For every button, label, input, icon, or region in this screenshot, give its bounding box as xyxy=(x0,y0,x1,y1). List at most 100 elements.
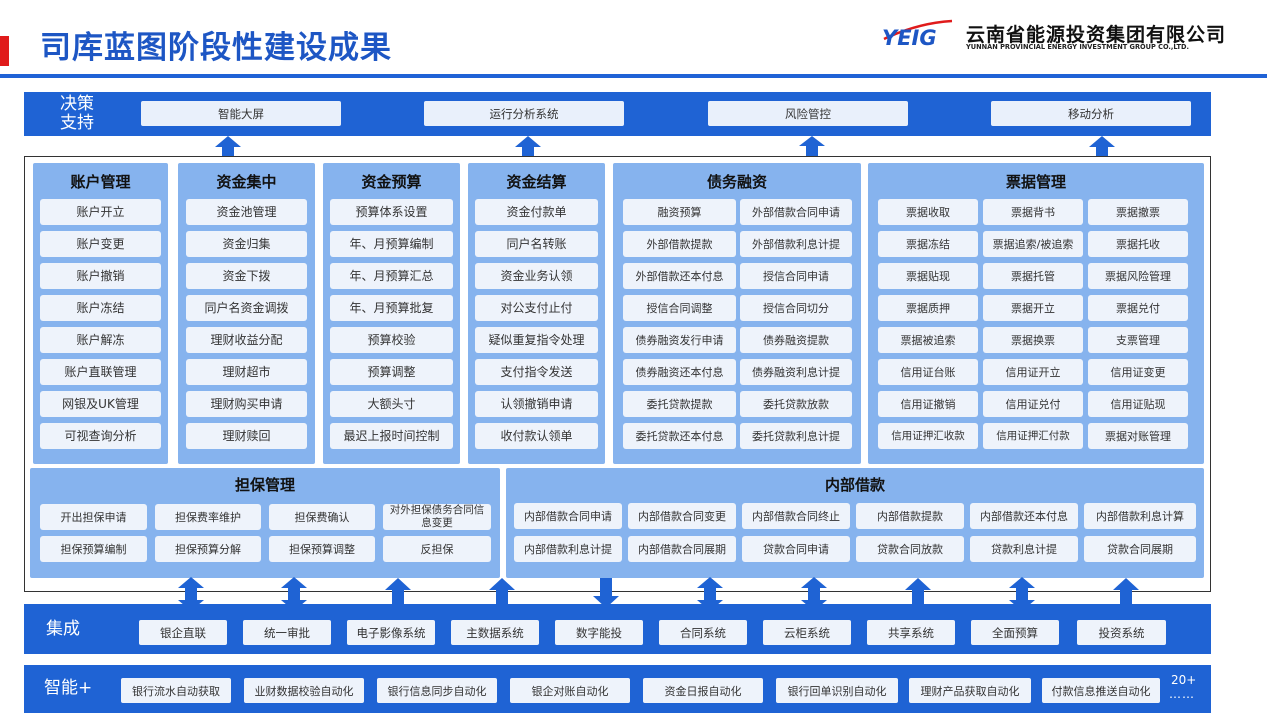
intelligent-item[interactable]: 银行回单识别自动化 xyxy=(776,678,898,703)
account-item[interactable]: 可视查询分析 xyxy=(40,423,161,449)
loan-item[interactable]: 内部借款合同展期 xyxy=(628,536,736,562)
bill-item[interactable]: 票据贴现 xyxy=(878,263,978,289)
debt-item[interactable]: 外部借款利息计提 xyxy=(740,231,852,257)
loan-item[interactable]: 内部借款利息计提 xyxy=(514,536,622,562)
guarantee-item[interactable]: 开出担保申请 xyxy=(40,504,147,530)
decision-item-operation-analysis[interactable]: 运行分析系统 xyxy=(424,101,624,126)
intelligent-item[interactable]: 银行流水自动获取 xyxy=(121,678,231,703)
debt-item[interactable]: 债券融资还本付息 xyxy=(623,359,736,385)
bill-item[interactable]: 信用证押汇付款 xyxy=(983,423,1083,449)
concentration-item[interactable]: 资金下拨 xyxy=(186,263,307,289)
loan-item[interactable]: 内部借款合同申请 xyxy=(514,503,622,529)
intelligent-item[interactable]: 银行信息同步自动化 xyxy=(377,678,497,703)
settlement-item[interactable]: 对公支付止付 xyxy=(475,295,598,321)
guarantee-item[interactable]: 担保预算调整 xyxy=(269,536,375,562)
debt-item[interactable]: 委托贷款放款 xyxy=(740,391,852,417)
debt-item[interactable]: 委托贷款还本付息 xyxy=(623,423,736,449)
loan-item[interactable]: 内部借款提款 xyxy=(856,503,964,529)
debt-item[interactable]: 委托贷款利息计提 xyxy=(740,423,852,449)
bill-item[interactable]: 票据撤票 xyxy=(1088,199,1188,225)
integration-item[interactable]: 数字能投 xyxy=(555,620,643,645)
loan-item[interactable]: 内部借款合同终止 xyxy=(742,503,850,529)
bill-item[interactable]: 票据收取 xyxy=(878,199,978,225)
budget-item[interactable]: 预算校验 xyxy=(330,327,453,353)
account-item[interactable]: 账户撤销 xyxy=(40,263,161,289)
settlement-item[interactable]: 认领撤销申请 xyxy=(475,391,598,417)
concentration-item[interactable]: 理财超市 xyxy=(186,359,307,385)
debt-item[interactable]: 外部借款合同申请 xyxy=(740,199,852,225)
bill-item[interactable]: 票据开立 xyxy=(983,295,1083,321)
concentration-item[interactable]: 资金归集 xyxy=(186,231,307,257)
settlement-item[interactable]: 支付指令发送 xyxy=(475,359,598,385)
debt-item[interactable]: 外部借款提款 xyxy=(623,231,736,257)
debt-item[interactable]: 授信合同调整 xyxy=(623,295,736,321)
budget-item[interactable]: 预算调整 xyxy=(330,359,453,385)
decision-item-smart-screen[interactable]: 智能大屏 xyxy=(141,101,341,126)
account-item[interactable]: 网银及UK管理 xyxy=(40,391,161,417)
debt-item[interactable]: 授信合同切分 xyxy=(740,295,852,321)
guarantee-item[interactable]: 反担保 xyxy=(383,536,491,562)
integration-item[interactable]: 云柜系统 xyxy=(763,620,851,645)
bill-item[interactable]: 票据质押 xyxy=(878,295,978,321)
debt-item[interactable]: 外部借款还本付息 xyxy=(623,263,736,289)
integration-item[interactable]: 投资系统 xyxy=(1077,620,1166,645)
loan-item[interactable]: 贷款利息计提 xyxy=(970,536,1078,562)
bill-item[interactable]: 票据兑付 xyxy=(1088,295,1188,321)
bill-item[interactable]: 信用证开立 xyxy=(983,359,1083,385)
budget-item[interactable]: 大额头寸 xyxy=(330,391,453,417)
bill-item[interactable]: 票据追索/被追索 xyxy=(983,231,1083,257)
account-item[interactable]: 账户直联管理 xyxy=(40,359,161,385)
guarantee-item[interactable]: 担保费率维护 xyxy=(155,504,261,530)
loan-item[interactable]: 贷款合同展期 xyxy=(1084,536,1196,562)
loan-item[interactable]: 内部借款还本付息 xyxy=(970,503,1078,529)
decision-item-risk-control[interactable]: 风险管控 xyxy=(708,101,908,126)
intelligent-item[interactable]: 资金日报自动化 xyxy=(643,678,763,703)
budget-item[interactable]: 年、月预算批复 xyxy=(330,295,453,321)
bill-item[interactable]: 信用证兑付 xyxy=(983,391,1083,417)
intelligent-item[interactable]: 付款信息推送自动化 xyxy=(1042,678,1160,703)
bill-item[interactable]: 票据冻结 xyxy=(878,231,978,257)
intelligent-item[interactable]: 银企对账自动化 xyxy=(510,678,630,703)
integration-item[interactable]: 统一审批 xyxy=(243,620,331,645)
loan-item[interactable]: 贷款合同申请 xyxy=(742,536,850,562)
account-item[interactable]: 账户变更 xyxy=(40,231,161,257)
bill-item[interactable]: 信用证撤销 xyxy=(878,391,978,417)
bill-item[interactable]: 票据风险管理 xyxy=(1088,263,1188,289)
loan-item[interactable]: 内部借款合同变更 xyxy=(628,503,736,529)
bill-item[interactable]: 票据被追索 xyxy=(878,327,978,353)
guarantee-item[interactable]: 担保预算分解 xyxy=(155,536,261,562)
account-item[interactable]: 账户开立 xyxy=(40,199,161,225)
integration-item[interactable]: 全面预算 xyxy=(971,620,1059,645)
bill-item[interactable]: 信用证台账 xyxy=(878,359,978,385)
budget-item[interactable]: 最迟上报时间控制 xyxy=(330,423,453,449)
intelligent-item[interactable]: 理财产品获取自动化 xyxy=(909,678,1031,703)
bill-item[interactable]: 信用证押汇收款 xyxy=(878,423,978,449)
decision-item-mobile-analysis[interactable]: 移动分析 xyxy=(991,101,1191,126)
bill-item[interactable]: 信用证贴现 xyxy=(1088,391,1188,417)
concentration-item[interactable]: 同户名资金调拨 xyxy=(186,295,307,321)
debt-item[interactable]: 债券融资利息计提 xyxy=(740,359,852,385)
integration-item[interactable]: 合同系统 xyxy=(659,620,747,645)
integration-item[interactable]: 电子影像系统 xyxy=(347,620,435,645)
bill-item[interactable]: 票据背书 xyxy=(983,199,1083,225)
account-item[interactable]: 账户冻结 xyxy=(40,295,161,321)
budget-item[interactable]: 预算体系设置 xyxy=(330,199,453,225)
loan-item[interactable]: 内部借款利息计算 xyxy=(1084,503,1196,529)
concentration-item[interactable]: 理财赎回 xyxy=(186,423,307,449)
integration-item[interactable]: 银企直联 xyxy=(139,620,227,645)
intelligent-item[interactable]: 业财数据校验自动化 xyxy=(244,678,364,703)
settlement-item[interactable]: 同户名转账 xyxy=(475,231,598,257)
debt-item[interactable]: 授信合同申请 xyxy=(740,263,852,289)
bill-item[interactable]: 票据托收 xyxy=(1088,231,1188,257)
settlement-item[interactable]: 疑似重复指令处理 xyxy=(475,327,598,353)
settlement-item[interactable]: 收付款认领单 xyxy=(475,423,598,449)
debt-item[interactable]: 债券融资提款 xyxy=(740,327,852,353)
budget-item[interactable]: 年、月预算编制 xyxy=(330,231,453,257)
debt-item[interactable]: 债券融资发行申请 xyxy=(623,327,736,353)
bill-item[interactable]: 支票管理 xyxy=(1088,327,1188,353)
settlement-item[interactable]: 资金业务认领 xyxy=(475,263,598,289)
concentration-item[interactable]: 理财购买申请 xyxy=(186,391,307,417)
account-item[interactable]: 账户解冻 xyxy=(40,327,161,353)
bill-item[interactable]: 票据托管 xyxy=(983,263,1083,289)
budget-item[interactable]: 年、月预算汇总 xyxy=(330,263,453,289)
